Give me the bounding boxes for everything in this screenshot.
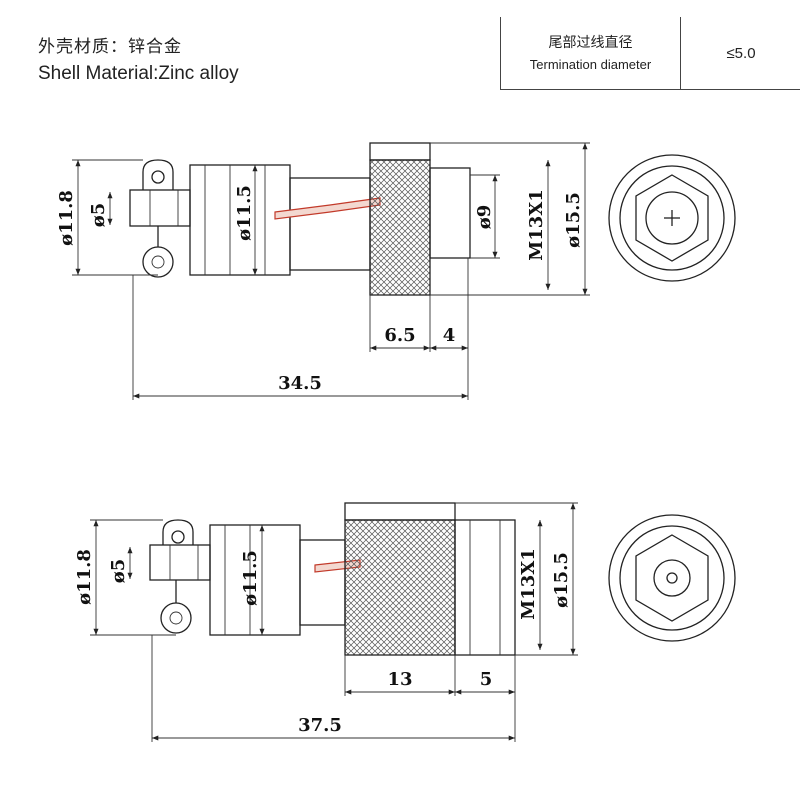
- top-dim-seg-a: 6.5: [384, 325, 415, 346]
- bottom-mount-hole: [171, 530, 185, 544]
- top-pin-circle: [142, 246, 174, 278]
- bottom-dim-total-len: 37.5: [298, 715, 342, 736]
- bottom-pin-circle: [160, 602, 192, 634]
- bottom-dim-body-dia: ø11.5: [240, 550, 261, 606]
- top-dim-total-len: 34.5: [278, 373, 322, 394]
- top-dim-seg-b: 4: [443, 325, 456, 346]
- bottom-tail: [454, 519, 516, 656]
- top-connector-drawing: ø11.8 ø5 ø11.5 ø9 M13X1 ø15.5 6.5 4 34.5: [56, 142, 590, 400]
- spec-label-cell: 尾部过线直径 Termination diameter: [501, 17, 681, 89]
- bottom-connector-drawing: ø11.8 ø5 ø11.5 M13X1 ø15.5 13 5 37.5: [74, 502, 578, 742]
- top-dim-pin-dia: ø5: [88, 203, 109, 228]
- spec-label-zh: 尾部过线直径: [548, 35, 633, 51]
- material-note: 外壳材质：锌合金 Shell Material:Zinc alloy: [38, 36, 239, 86]
- bottom-mount-ear: [162, 519, 194, 545]
- top-pin-body: [129, 189, 191, 227]
- material-label-zh: 外壳材质：锌合金: [38, 37, 182, 57]
- bottom-dim-seg-a: 13: [387, 669, 412, 690]
- spec-value-cell: ≤5.0: [681, 17, 800, 89]
- top-wire: [274, 197, 381, 220]
- bottom-tube: [299, 539, 346, 626]
- bottom-dim-shell-dia: ø11.8: [74, 549, 95, 605]
- top-dim-thread: M13X1: [526, 189, 547, 260]
- bottom-end-view: [608, 514, 736, 642]
- spec-value: ≤5.0: [726, 44, 756, 62]
- top-end-view: [608, 154, 736, 282]
- bottom-nut-cap: [344, 502, 456, 521]
- top-tail: [429, 167, 471, 259]
- top-tube: [289, 177, 371, 271]
- bottom-dim-seg-b: 5: [480, 669, 493, 690]
- bottom-dim-thread: M13X1: [518, 548, 539, 619]
- bottom-dim-pin-dia: ø5: [108, 559, 129, 584]
- top-dim-inner-dia: ø9: [474, 205, 495, 230]
- top-dim-shell-dia: ø11.8: [56, 190, 77, 246]
- top-dim-outer-dia: ø15.5: [563, 192, 584, 248]
- material-label-en: Shell Material:Zinc alloy: [38, 63, 239, 84]
- bottom-pin-body: [149, 544, 211, 581]
- top-knurled-nut: [369, 159, 431, 296]
- bottom-knurled-nut: [344, 519, 456, 656]
- top-mount-ear: [142, 159, 174, 190]
- top-mount-hole: [151, 170, 165, 184]
- bottom-dim-outer-dia: ø15.5: [551, 552, 572, 608]
- top-dim-body-dia: ø11.5: [234, 185, 255, 241]
- top-nut-cap: [369, 142, 431, 161]
- spec-label-en: Termination diameter: [529, 57, 652, 72]
- termination-spec-table: 尾部过线直径 Termination diameter ≤5.0: [500, 17, 800, 90]
